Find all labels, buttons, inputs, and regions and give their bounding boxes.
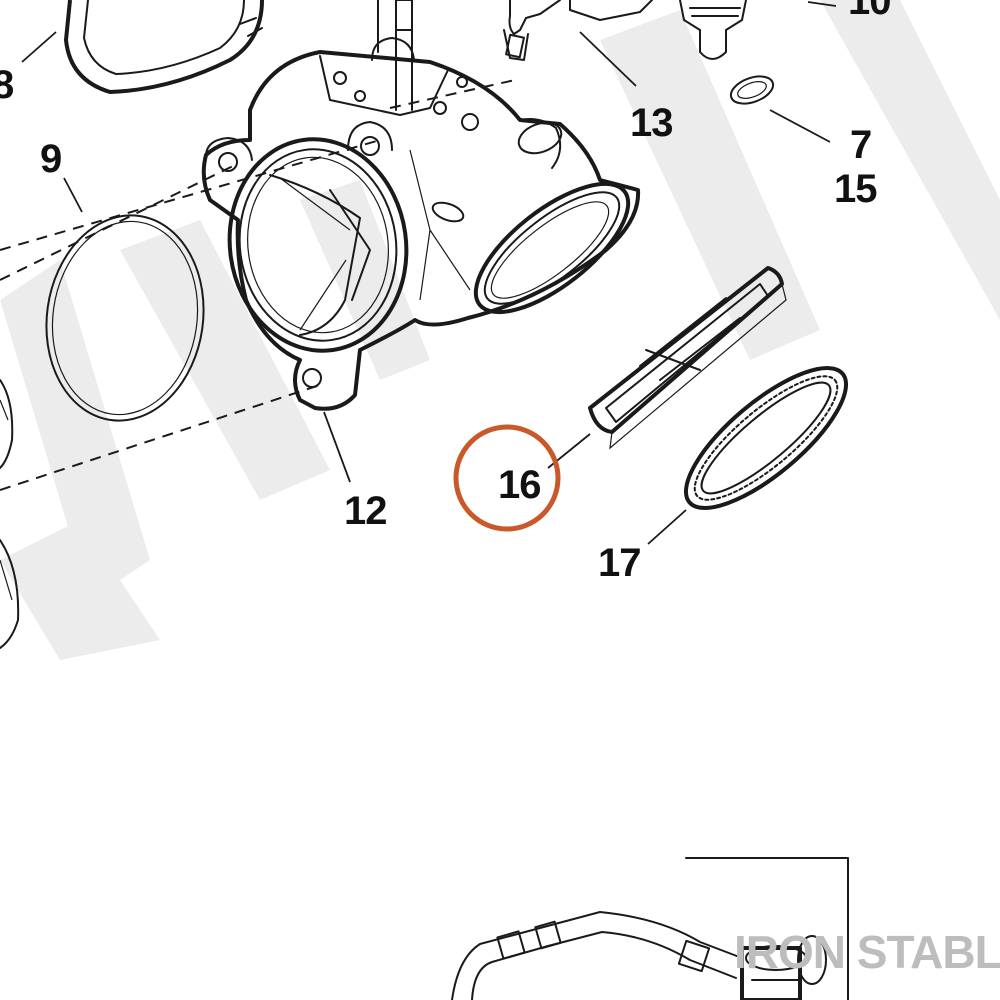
callout-7: 7: [850, 123, 871, 167]
callout-13: 13: [630, 101, 673, 145]
assembly-lines: [0, 79, 516, 491]
throttle-body-12: [201, 37, 641, 411]
callout-9: 9: [40, 137, 61, 181]
callout-17: 17: [598, 541, 641, 585]
leader-7: [769, 109, 831, 143]
callout-8: 8: [0, 63, 14, 107]
spacer-plate-16: [588, 266, 787, 450]
rod-part: [377, 0, 413, 111]
watermark-stroke: [0, 520, 160, 660]
highlight-circle: [453, 424, 561, 532]
watermark-stroke: [120, 220, 330, 500]
watermark-stroke: [820, 0, 1000, 320]
leader-9: [63, 177, 83, 213]
partial-part-left: [0, 379, 20, 649]
leader-10: [807, 1, 837, 7]
callout-12: 12: [344, 489, 387, 533]
watermark-stroke: [600, 10, 820, 360]
leader-12: [323, 411, 351, 483]
watermark-text: IRON STABLE: [734, 926, 1000, 978]
o-ring-9: [45, 214, 205, 422]
callout-10: 10: [848, 0, 891, 23]
o-ring-7: [729, 75, 775, 105]
callout-16: 16: [498, 463, 541, 507]
leader-17: [647, 509, 687, 545]
callout-labels: 8 9 10 12 13 7 15 16 17: [0, 0, 892, 585]
injector-10: [679, 0, 747, 60]
serrated-ring-17: [683, 366, 849, 510]
injector-13: [503, 0, 653, 61]
gasket-8: [64, 0, 264, 94]
leader-8: [21, 31, 57, 63]
hose-assembly: [451, 857, 849, 1000]
leader-13: [579, 31, 637, 87]
callout-15: 15: [834, 167, 877, 211]
watermark-stroke: [0, 260, 150, 600]
